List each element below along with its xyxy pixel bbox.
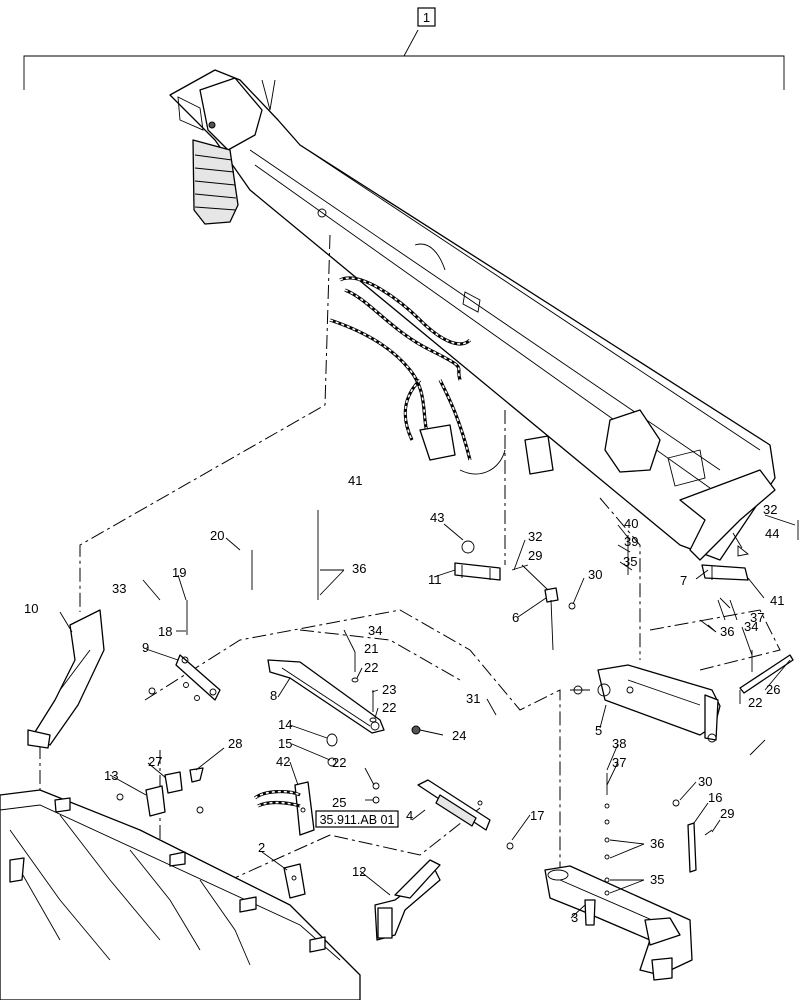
part-callout-p5[interactable]: 5 bbox=[595, 723, 602, 738]
part-12-hitch bbox=[374, 859, 441, 941]
part-callout-p27[interactable]: 27 bbox=[148, 754, 162, 769]
part-callout-p30a[interactable]: 30 bbox=[588, 567, 602, 582]
part-callout-p15[interactable]: 15 bbox=[278, 736, 292, 751]
part-3-frame bbox=[544, 865, 693, 981]
part-callout-p34a[interactable]: 34 bbox=[368, 623, 382, 638]
part-callout-p35a[interactable]: 35 bbox=[623, 554, 637, 569]
part-16-pin bbox=[672, 799, 713, 873]
part-callout-p31[interactable]: 31 bbox=[466, 691, 480, 706]
hydraulic-hoses bbox=[329, 243, 554, 475]
part-callout-p28[interactable]: 28 bbox=[228, 736, 242, 751]
part-callout-p26[interactable]: 26 bbox=[766, 682, 780, 697]
implement-frame bbox=[0, 789, 361, 1000]
part-callout-p10[interactable]: 10 bbox=[24, 601, 38, 616]
part-callout-p8[interactable]: 8 bbox=[270, 688, 277, 703]
part-callout-p29b[interactable]: 29 bbox=[720, 806, 734, 821]
part-callout-p35b[interactable]: 35 bbox=[650, 872, 664, 887]
part-callout-p29a[interactable]: 29 bbox=[528, 548, 542, 563]
part-callout-p41a[interactable]: 41 bbox=[348, 473, 362, 488]
part-4-cylinder bbox=[417, 779, 491, 831]
part-callout-p32a[interactable]: 32 bbox=[528, 529, 542, 544]
part-callout-p33[interactable]: 33 bbox=[112, 581, 126, 596]
part-callout-p11[interactable]: 11 bbox=[428, 572, 442, 587]
part-callout-p36a[interactable]: 36 bbox=[352, 561, 366, 576]
part-callout-p22a[interactable]: 22 bbox=[364, 660, 378, 675]
part-42-plate bbox=[254, 781, 315, 836]
part-callout-p37a[interactable]: 37 bbox=[750, 610, 764, 625]
part-callout-p19[interactable]: 19 bbox=[172, 565, 186, 580]
discharge-spout bbox=[192, 139, 239, 225]
reference-label: 35.911.AB 01 bbox=[320, 813, 395, 827]
part-callout-p22d[interactable]: 22 bbox=[748, 695, 762, 710]
part-callout-p24[interactable]: 24 bbox=[452, 728, 466, 743]
part-callout-p9[interactable]: 9 bbox=[142, 640, 149, 655]
assembly-bracket: 1 bbox=[23, 7, 785, 90]
part-callout-p7[interactable]: 7 bbox=[680, 573, 687, 588]
part-callout-p20[interactable]: 20 bbox=[210, 528, 224, 543]
parts-6-7-11 bbox=[454, 520, 799, 651]
part-callout-p14[interactable]: 14 bbox=[278, 717, 292, 732]
reference-tag: 35.911.AB 01 bbox=[315, 810, 399, 828]
part-callout-p21[interactable]: 21 bbox=[364, 641, 378, 656]
small-hardware bbox=[326, 652, 514, 850]
part-callout-p39[interactable]: 39 bbox=[624, 534, 638, 549]
part-callout-p22b[interactable]: 22 bbox=[382, 700, 396, 715]
part-callout-p40[interactable]: 40 bbox=[624, 516, 638, 531]
part-2-plate bbox=[283, 863, 306, 899]
part-callout-p13[interactable]: 13 bbox=[104, 768, 118, 783]
hardware-stack bbox=[604, 773, 610, 896]
part-callout-p25[interactable]: 25 bbox=[332, 795, 346, 810]
part-callout-p44[interactable]: 44 bbox=[765, 526, 779, 541]
part-8-rail bbox=[267, 510, 385, 734]
reference-box[interactable] bbox=[315, 810, 399, 828]
leader-lines bbox=[59, 514, 796, 919]
part-callout-p34b[interactable]: 34 bbox=[744, 619, 758, 634]
part-callout-p2[interactable]: 2 bbox=[258, 840, 265, 855]
part-9-link bbox=[148, 550, 253, 701]
part-callout-p22c[interactable]: 22 bbox=[332, 755, 346, 770]
part-labels: 2345678910111213141516171819202122222222… bbox=[24, 473, 784, 925]
part-callout-p41b[interactable]: 41 bbox=[770, 593, 784, 608]
part-callout-p32b[interactable]: 32 bbox=[763, 502, 777, 517]
assembly-callout-label: 1 bbox=[423, 10, 430, 25]
part-callout-p4[interactable]: 4 bbox=[406, 808, 413, 823]
part-callout-p42[interactable]: 42 bbox=[276, 754, 290, 769]
part-callout-p3[interactable]: 3 bbox=[571, 910, 578, 925]
part-callout-p43[interactable]: 43 bbox=[430, 510, 444, 525]
part-callout-p36b[interactable]: 36 bbox=[720, 624, 734, 639]
part-callout-p16[interactable]: 16 bbox=[708, 790, 722, 805]
part-callout-p38[interactable]: 38 bbox=[612, 736, 626, 751]
part-callout-p12[interactable]: 12 bbox=[352, 864, 366, 879]
parts-13-27-28 bbox=[116, 767, 204, 817]
part-callout-p23[interactable]: 23 bbox=[382, 682, 396, 697]
part-callout-p17[interactable]: 17 bbox=[530, 808, 544, 823]
part-10-bracket bbox=[27, 609, 105, 749]
part-callout-p6[interactable]: 6 bbox=[512, 610, 519, 625]
part-5-mount bbox=[570, 664, 721, 743]
assembly-callout-box[interactable] bbox=[417, 7, 436, 27]
auger-tube bbox=[169, 69, 776, 561]
part-callout-p30b[interactable]: 30 bbox=[698, 774, 712, 789]
part-callout-p37b[interactable]: 37 bbox=[612, 755, 626, 770]
part-callout-p18[interactable]: 18 bbox=[158, 624, 172, 639]
part-callout-p36c[interactable]: 36 bbox=[650, 836, 664, 851]
